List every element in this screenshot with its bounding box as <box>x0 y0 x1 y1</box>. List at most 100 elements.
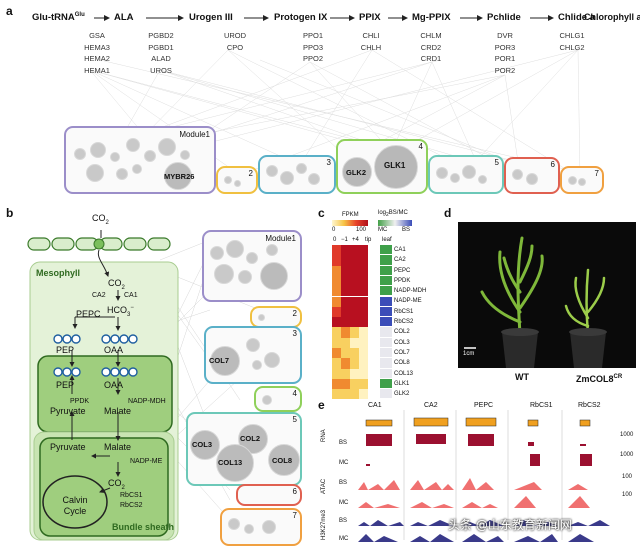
gene-node <box>180 150 190 160</box>
gene-node <box>116 168 128 180</box>
scale-atac-bs: 100 <box>622 474 633 480</box>
gene-node-col2 <box>238 424 268 454</box>
gene-node <box>252 360 262 370</box>
gene-node <box>144 150 156 162</box>
ca1-label: CA1 <box>124 292 138 299</box>
gene-node <box>246 252 258 264</box>
gene-node-col3 <box>190 430 220 460</box>
heatmap-cell <box>350 368 359 379</box>
mutant-label: ZmCOL8CR <box>576 372 622 384</box>
gene-label: HEMA3 <box>84 42 110 52</box>
heatmap-cell <box>359 317 368 328</box>
heatmap-cell <box>350 275 359 287</box>
gene-node-col13 <box>216 444 254 482</box>
gene-node <box>266 165 278 177</box>
row-mc: MC <box>339 536 349 542</box>
heatmap-cell <box>350 245 359 256</box>
gene-label: ALAD <box>151 54 171 63</box>
gene-label: UROS <box>150 65 172 75</box>
col-plus4: +4 <box>352 237 359 243</box>
gene-node <box>224 176 232 184</box>
gene-label: PPO3 <box>302 42 323 52</box>
gene-label-c: RbCS1 <box>394 308 414 315</box>
module-2-b-label: 2 <box>292 309 297 318</box>
heatmap-cell <box>341 265 350 276</box>
heatmap-cell <box>350 286 359 297</box>
gene-node <box>214 264 234 284</box>
co2-cyto-label: CO2 <box>108 278 125 291</box>
heatmap-cell <box>332 378 341 390</box>
rbcs1-label: RbCS1 <box>120 492 143 499</box>
pyruvate-m-label: Pyruvate <box>50 406 86 416</box>
fpkm-colorbar <box>332 220 368 226</box>
heatmap-cell <box>332 368 341 379</box>
nadp-me-label: NADP-ME <box>130 458 163 465</box>
module-5-b: 5 COL3 COL2 COL13 COL8 <box>186 412 302 486</box>
gene-node <box>578 178 586 186</box>
row-bs: BS <box>339 518 348 524</box>
heatmap-cell <box>341 245 350 256</box>
gene-label-c: COL7 <box>394 349 410 356</box>
heatmap-cell <box>359 368 368 379</box>
col-0: 0 <box>333 237 337 243</box>
gene-label: POR2 <box>494 65 516 75</box>
gene-node <box>264 352 280 368</box>
pathway-node-ala: ALA <box>114 12 134 23</box>
heatmap-cell <box>359 275 368 287</box>
gene-label-c: COL13 <box>394 370 414 377</box>
ratio-cell <box>380 337 392 348</box>
module-3-b-label: 3 <box>292 329 297 338</box>
module-4-label: 4 <box>418 142 423 151</box>
malate-m-label: Malate <box>104 406 132 416</box>
gene-col13-label: COL13 <box>218 458 243 467</box>
gene-group-1: GSA HEMA3 HEMA2 HEMA1 <box>82 30 112 76</box>
heatmap-cell <box>350 327 359 338</box>
gene-node <box>266 244 278 256</box>
ppdk-label: PPDK <box>70 398 90 405</box>
heatmap-cell <box>359 348 368 359</box>
gene-label: POR1 <box>494 54 516 63</box>
gene-label: HEMA1 <box>84 65 110 75</box>
gene-col2-label: COL2 <box>240 434 261 443</box>
heatmap-cell <box>341 348 350 359</box>
gene-list-c: CA1 CA2 PEPC PPDK NADP-MDH NADP-ME RbCS1… <box>394 245 426 399</box>
scale-atac-mc: 100 <box>622 492 633 498</box>
cycle-label: Cycle <box>63 506 87 516</box>
gene-node <box>296 163 307 174</box>
heatmap-cell <box>359 378 368 390</box>
gene-label: DVR <box>497 31 513 40</box>
gene-label: PGBD1 <box>148 42 174 52</box>
gene-node <box>228 518 240 530</box>
nadp-mdh-label: NADP-MDH <box>128 398 166 405</box>
bundle-sheath-label: Bundle sheath <box>112 522 175 532</box>
pyruvate-b-label: Pyruvate <box>50 442 86 452</box>
ca2-label: CA2 <box>92 292 106 299</box>
malate-b-label: Malate <box>104 442 132 452</box>
module-5-label: 5 <box>494 158 499 167</box>
heatmap-cell <box>350 378 359 390</box>
col-minus1: −1 <box>341 237 348 243</box>
gene-label-c: COL3 <box>394 339 410 346</box>
gene-node <box>74 148 86 160</box>
pathway-node-chlide-a: Chlide a <box>558 12 595 23</box>
co2-text: CO <box>108 278 122 288</box>
heatmap-cell <box>359 358 368 369</box>
log-ratio-label: log2BS/MC <box>378 210 408 218</box>
gene-node <box>512 169 523 180</box>
gene-group-2: PGBD2 PGBD1 ALAD UROS <box>144 30 178 76</box>
gene-node-glk1 <box>374 145 418 189</box>
heatmap-cell <box>341 286 350 297</box>
gene-col8-label: COL8 <box>272 456 293 465</box>
gene-group-6: CHLM CRD2 CRD1 <box>416 30 446 65</box>
gene-glk2-label: GLK2 <box>346 168 367 177</box>
heatmap-cell <box>332 358 341 369</box>
heatmap-cell <box>332 265 341 276</box>
log-text: log <box>378 210 387 216</box>
gene-node <box>280 171 294 185</box>
heatmap-cell <box>359 306 368 318</box>
row-bs: BS <box>339 440 348 446</box>
track-gene-rbcs2: RbCS2 <box>578 402 601 409</box>
heatmap-cell <box>332 327 341 338</box>
panel-b-diagram <box>27 230 261 541</box>
gene-label-c: PPDK <box>394 277 411 284</box>
